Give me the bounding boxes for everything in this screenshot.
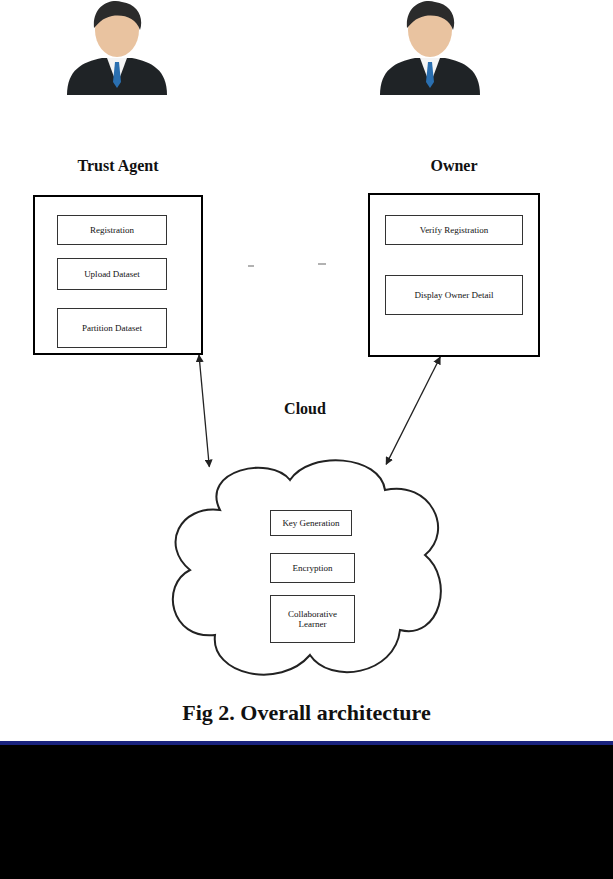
function-box: Verify Registration [385, 215, 523, 245]
dash-marks [248, 264, 326, 266]
function-box: Registration [57, 215, 167, 245]
connector-arrow [199, 355, 209, 467]
function-box: Key Generation [270, 510, 352, 536]
box-label: Display Owner Detail [415, 290, 494, 300]
box-heading: Cloud [120, 400, 490, 418]
connector-arrow [386, 357, 440, 464]
box-label: Verify Registration [420, 225, 489, 235]
box-label: Partition Dataset [82, 323, 142, 333]
cloud-shape: CloudKey GenerationEncryptionCollaborati… [160, 450, 450, 690]
box-label: Collaborative Learner [275, 609, 350, 630]
box-heading: Owner [330, 157, 578, 175]
box-label: Key Generation [282, 518, 339, 528]
box-label: Registration [90, 225, 134, 235]
function-box: Collaborative Learner [270, 595, 355, 643]
box-label: Upload Dataset [84, 269, 140, 279]
function-box: Display Owner Detail [385, 275, 523, 315]
blue-rule [0, 741, 613, 745]
actor-box: Trust AgentRegistrationUpload DatasetPar… [33, 195, 203, 355]
person-icon [67, 1, 167, 95]
person-icon [380, 1, 480, 95]
actor-box: OwnerVerify RegistrationDisplay Owner De… [368, 193, 540, 357]
function-box: Partition Dataset [57, 308, 167, 348]
box-label: Encryption [293, 563, 333, 573]
function-box: Encryption [270, 553, 355, 583]
box-heading: Trust Agent [0, 157, 241, 175]
figure-caption: Fig 2. Overall architecture [0, 700, 613, 726]
function-box: Upload Dataset [57, 258, 167, 290]
black-band [0, 745, 613, 879]
